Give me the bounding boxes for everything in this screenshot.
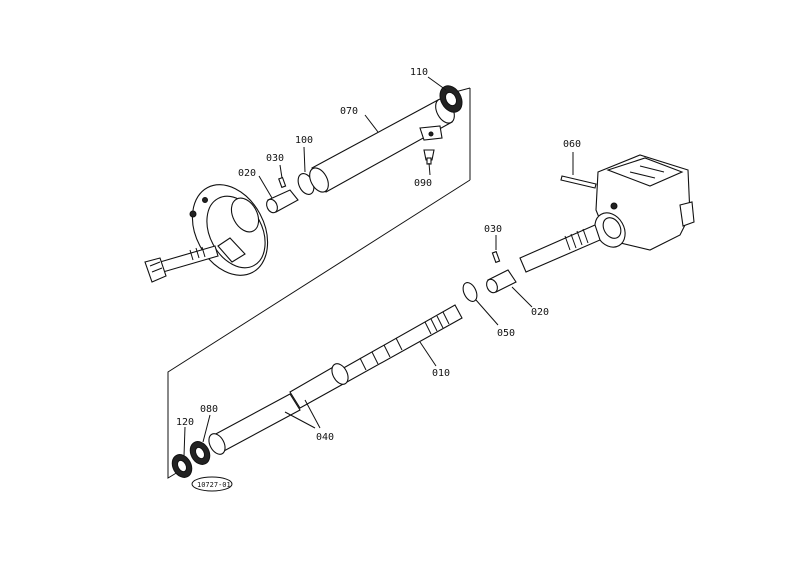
label-100: 100 bbox=[295, 135, 313, 146]
label-070: 070 bbox=[340, 106, 358, 117]
label-030-lower: 030 bbox=[484, 224, 502, 235]
o-ring-050 bbox=[462, 282, 478, 302]
label-040: 040 bbox=[316, 432, 334, 443]
label-010: 010 bbox=[432, 368, 450, 379]
label-030-upper: 030 bbox=[266, 153, 284, 164]
bearing-120 bbox=[171, 454, 193, 478]
bolt-090 bbox=[423, 149, 435, 165]
label-020-upper: 020 bbox=[238, 168, 256, 179]
stamp-oval bbox=[191, 476, 233, 492]
label-060: 060 bbox=[563, 139, 581, 150]
output-shaft bbox=[519, 224, 601, 273]
input-shaft bbox=[144, 245, 219, 283]
bearing-110 bbox=[439, 85, 463, 113]
pin-030-upper bbox=[278, 176, 287, 189]
label-050: 050 bbox=[497, 328, 515, 339]
gear-housing bbox=[594, 154, 695, 251]
tube-040 bbox=[208, 363, 349, 455]
label-090: 090 bbox=[414, 178, 432, 189]
sleeve-020-upper bbox=[266, 189, 299, 214]
bracket bbox=[419, 125, 443, 141]
sleeve-020-lower bbox=[486, 269, 517, 294]
label-120: 120 bbox=[176, 417, 194, 428]
rod-060 bbox=[560, 175, 597, 189]
label-080: 080 bbox=[200, 404, 218, 415]
seal-080 bbox=[189, 441, 211, 465]
label-110: 110 bbox=[410, 67, 428, 78]
tube-070 bbox=[309, 98, 455, 193]
label-020-lower: 020 bbox=[531, 307, 549, 318]
leader-lines bbox=[183, 76, 574, 457]
stamp-text: 10727-01 bbox=[197, 481, 231, 489]
pin-030-lower bbox=[491, 250, 501, 264]
frame-outline bbox=[167, 87, 471, 479]
